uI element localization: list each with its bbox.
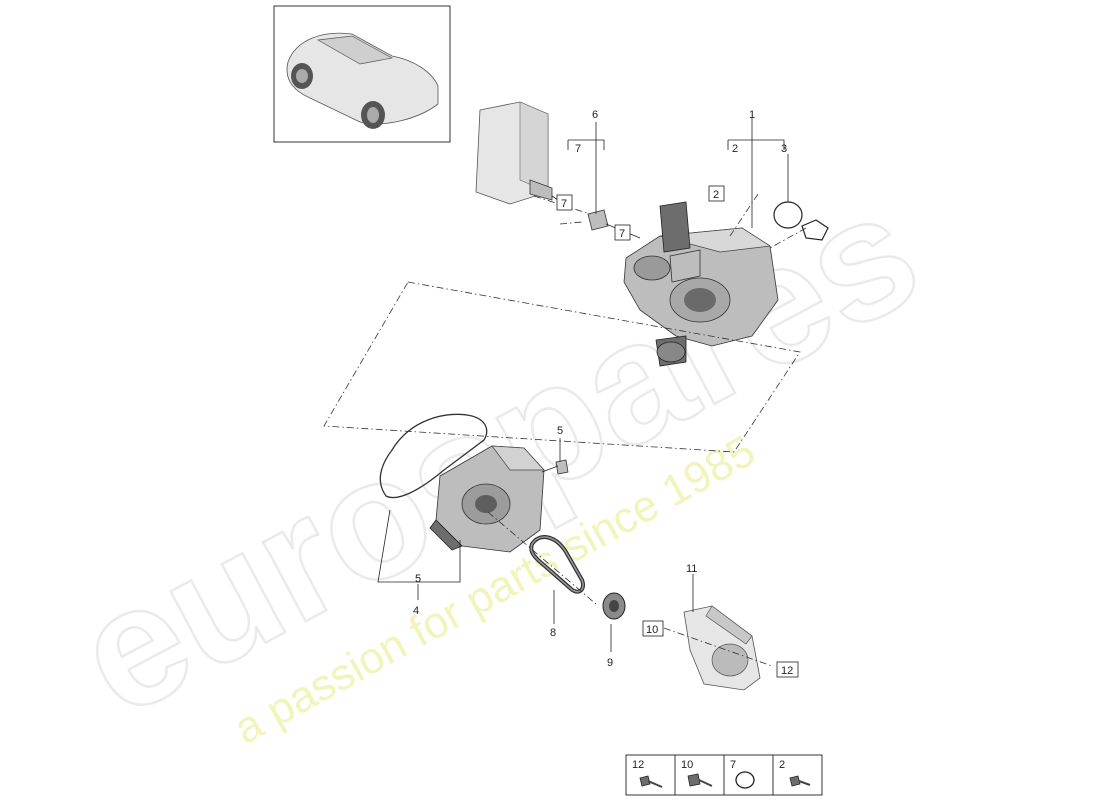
gasket (379, 413, 488, 499)
connector-part (587, 209, 641, 239)
screw-icon (789, 775, 811, 787)
legend-table: 12 10 7 2 (625, 754, 823, 796)
callout-5-bracket: 5 (415, 573, 421, 585)
legend-item-2: 2 (779, 759, 785, 771)
legend-item-7: 7 (730, 759, 736, 771)
callout-6: 6 (592, 109, 598, 121)
svg-text:7: 7 (561, 198, 567, 210)
boxed-callout-7-right: 7 (614, 224, 631, 241)
thermostat-housing (623, 201, 779, 367)
water-pump-housing (429, 445, 545, 553)
car-body-icon (286, 32, 439, 125)
svg-text:7: 7 (619, 228, 625, 240)
callout-5-bolt: 5 (557, 425, 563, 437)
callout-2: 2 (732, 143, 738, 155)
callout-1: 1 (749, 109, 755, 121)
callout-3: 3 (781, 143, 787, 155)
svg-text:10: 10 (646, 624, 658, 636)
boxed-callout-12: 12 (776, 661, 799, 678)
svg-text:2: 2 (713, 189, 719, 201)
boxed-callout-7-left: 7 (556, 194, 573, 211)
svg-text:12: 12 (781, 665, 793, 677)
assembly-outline (323, 281, 801, 453)
flange-bolt-icon (687, 773, 713, 787)
vehicle-thumbnail (273, 5, 451, 143)
boxed-callout-2: 2 (708, 185, 725, 202)
callout-11: 11 (686, 563, 697, 575)
oil-cooler (475, 101, 559, 205)
legend-item-10: 10 (681, 759, 693, 771)
callout-7-top: 7 (575, 143, 581, 155)
boxed-callout-10: 10 (642, 620, 664, 637)
legend-item-12: 12 (632, 759, 644, 771)
callout-4: 4 (413, 605, 419, 617)
gear-part (602, 592, 626, 620)
bolt-part (541, 459, 569, 475)
o-ring-icon (735, 771, 755, 789)
callout-9: 9 (607, 657, 613, 669)
bolt-icon (639, 775, 663, 788)
callout-8: 8 (550, 627, 556, 639)
